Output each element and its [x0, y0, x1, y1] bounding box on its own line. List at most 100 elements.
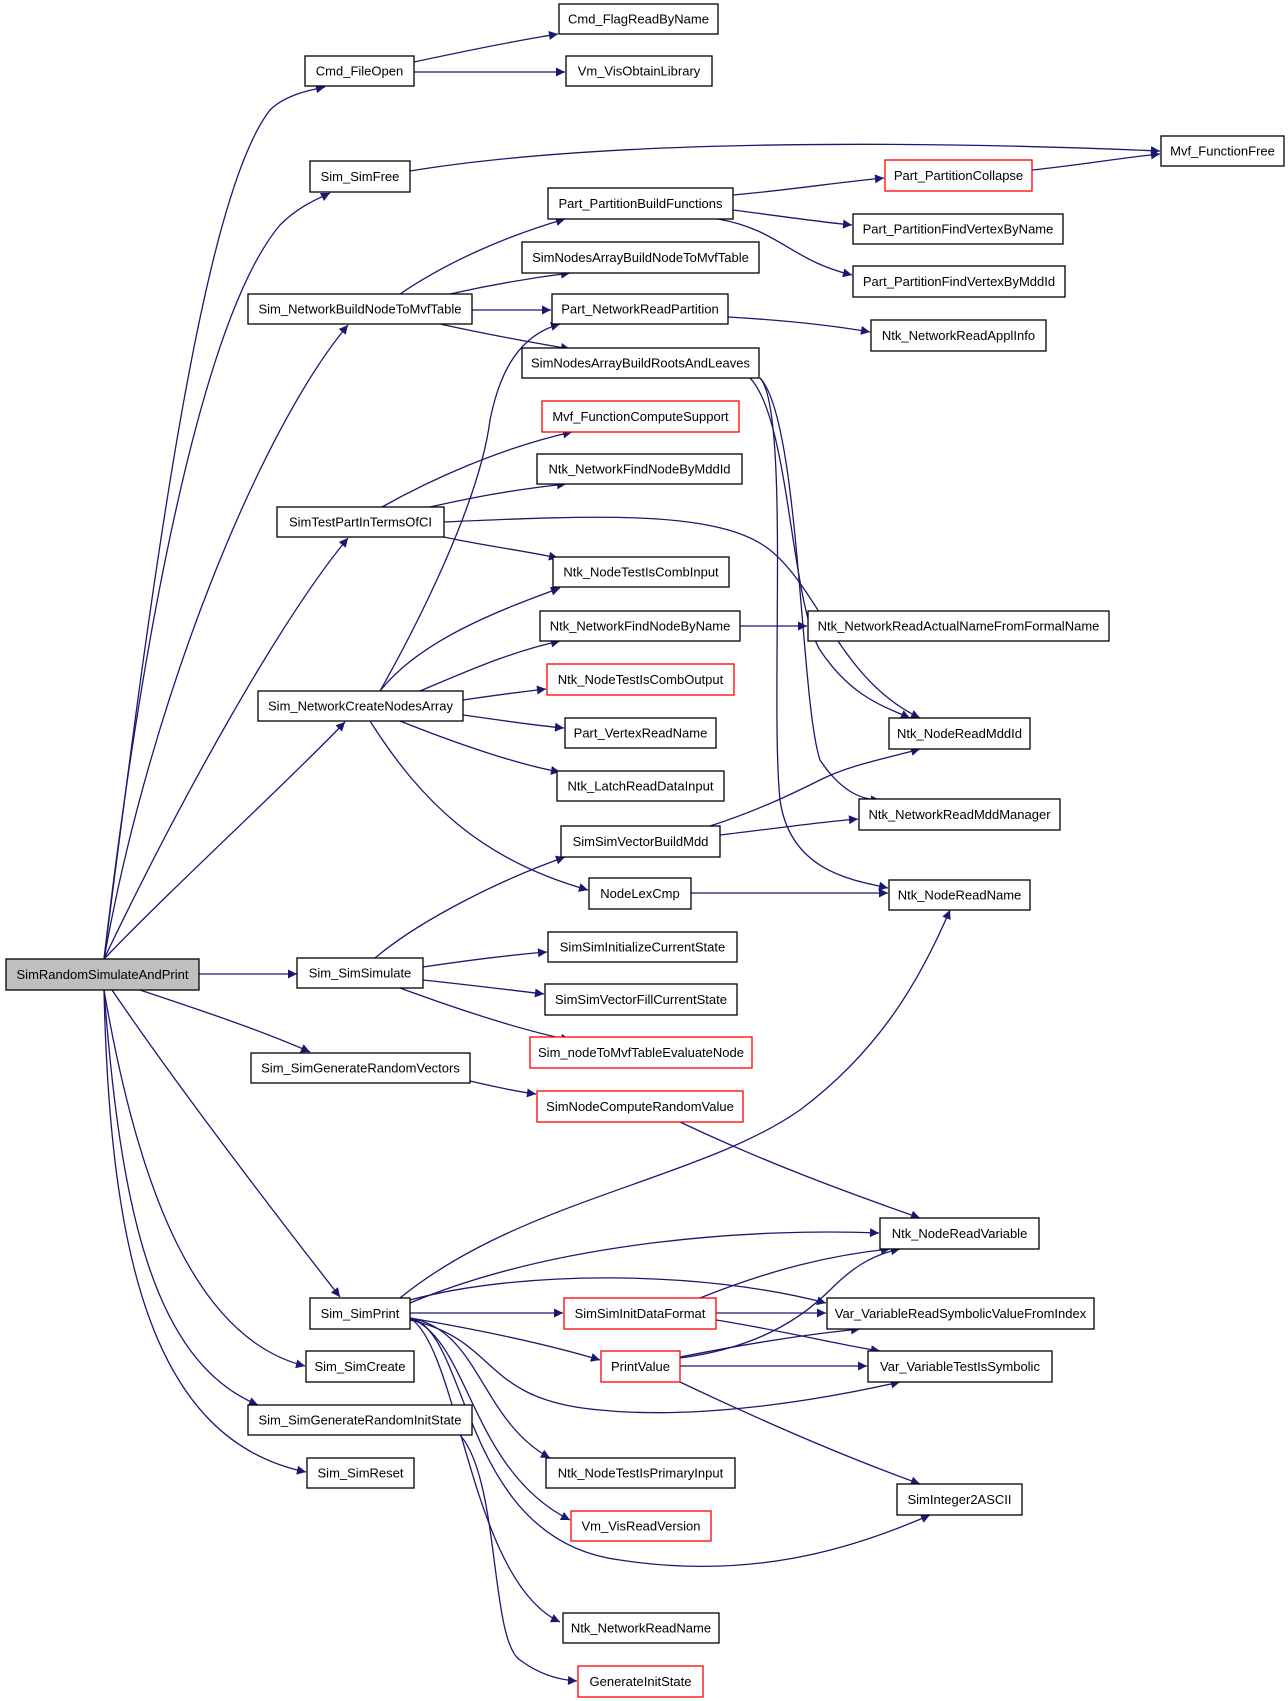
node-Mvf_FunctionComputeSupport[interactable]: Mvf_FunctionComputeSupport [541, 400, 740, 433]
node-box [309, 160, 411, 193]
node-SimSimVectorFillCurrentState[interactable]: SimSimVectorFillCurrentState [544, 983, 738, 1016]
node-Part_PartitionCollapse[interactable]: Part_PartitionCollapse [884, 159, 1033, 192]
node-box [276, 506, 445, 538]
node-SimRandomSimulateAndPrint[interactable]: SimRandomSimulateAndPrint [5, 958, 200, 991]
node-PrintValue[interactable]: PrintValue [600, 1350, 681, 1383]
node-SimNodesArrayBuildRootsAndLeaves[interactable]: SimNodesArrayBuildRootsAndLeaves [521, 347, 760, 379]
node-Ntk_NetworkFindNodeByName[interactable]: Ntk_NetworkFindNodeByName [539, 610, 741, 642]
node-label: SimSimVectorFillCurrentState [555, 992, 727, 1007]
edge-Sim_SimPrint-to-Var_VariableTestIsSymbolic [409, 1319, 901, 1414]
node-Part_PartitionFindVertexByMddId[interactable]: Part_PartitionFindVertexByMddId [852, 265, 1066, 298]
node-Ntk_NetworkReadActualNameFromFormalName[interactable]: Ntk_NetworkReadActualNameFromFormalName [807, 610, 1110, 642]
node-label: SimInteger2ASCII [907, 1492, 1011, 1507]
node-Sim_NetworkCreateNodesArray[interactable]: Sim_NetworkCreateNodesArray [257, 690, 464, 722]
node-Mvf_FunctionFree[interactable]: Mvf_FunctionFree [1160, 135, 1285, 167]
edge-Sim_SimSimulate-to-SimSimVectorBuildMdd [374, 855, 566, 959]
node-label: PrintValue [611, 1359, 670, 1374]
node-GenerateInitState[interactable]: GenerateInitState [577, 1665, 704, 1698]
node-box [558, 3, 719, 35]
node-SimNodesArrayBuildNodeToMvfTable[interactable]: SimNodesArrayBuildNodeToMvfTable [521, 241, 760, 274]
node-label: Vm_VisReadVersion [582, 1519, 701, 1534]
node-label: Ntk_NodeReadVariable [892, 1226, 1028, 1241]
edge-Sim_SimSimulate-to-SimSimInitializeCurrentState [422, 948, 548, 968]
node-SimNodeComputeRandomValue[interactable]: SimNodeComputeRandomValue [536, 1090, 744, 1123]
edge-Sim_NetworkBuildNodeToMvfTable-to-SimNodesArrayBuildRootsAndLeaves [439, 323, 571, 352]
node-box [306, 1457, 415, 1489]
node-box [521, 347, 760, 379]
node-Sim_NetworkBuildNodeToMvfTable[interactable]: Sim_NetworkBuildNodeToMvfTable [247, 293, 473, 325]
edge-SimRandomSimulateAndPrint-to-Sim_SimGenerateRandomInitState [103, 989, 259, 1406]
node-Vm_VisObtainLibrary[interactable]: Vm_VisObtainLibrary [565, 55, 713, 87]
node-box [250, 1052, 471, 1084]
node-SimSimInitDataFormat[interactable]: SimSimInitDataFormat [563, 1297, 717, 1330]
node-Vm_VisReadVersion[interactable]: Vm_VisReadVersion [570, 1510, 712, 1542]
node-Ntk_NetworkReadApplInfo[interactable]: Ntk_NetworkReadApplInfo [870, 319, 1047, 352]
node-box [556, 770, 725, 802]
node-label: Sim_nodeToMvfTableEvaluateNode [538, 1045, 744, 1060]
edge-Cmd_FileOpen-to-Cmd_FlagReadByName [413, 30, 559, 63]
node-SimInteger2ASCII[interactable]: SimInteger2ASCII [896, 1483, 1023, 1516]
node-label: Vm_VisObtainLibrary [578, 64, 701, 79]
node-SimSimInitializeCurrentState[interactable]: SimSimInitializeCurrentState [547, 931, 738, 963]
edge-SimNodesArrayBuildRootsAndLeaves-to-Ntk_NodeReadMddId [749, 377, 911, 719]
node-Ntk_NodeReadVariable[interactable]: Ntk_NodeReadVariable [879, 1217, 1040, 1250]
node-Part_NetworkReadPartition[interactable]: Part_NetworkReadPartition [551, 293, 729, 325]
edge-SimRandomSimulateAndPrint-to-Sim_SimPrint [111, 989, 341, 1298]
node-box [600, 1350, 681, 1383]
node-box [552, 556, 730, 588]
node-NodeLexCmp[interactable]: NodeLexCmp [588, 877, 692, 910]
node-Part_PartitionFindVertexByName[interactable]: Part_PartitionFindVertexByName [852, 213, 1064, 245]
node-Sim_SimGenerateRandomVectors[interactable]: Sim_SimGenerateRandomVectors [250, 1052, 471, 1084]
node-box [541, 400, 740, 433]
node-Ntk_NodeReadName[interactable]: Ntk_NodeReadName [888, 879, 1031, 911]
node-Sim_SimReset[interactable]: Sim_SimReset [306, 1457, 415, 1489]
node-label: Ntk_NetworkReadActualNameFromFormalName [818, 619, 1100, 634]
node-label: Sim_SimGenerateRandomVectors [261, 1061, 460, 1076]
node-label: Ntk_NodeTestIsPrimaryInput [558, 1466, 724, 1481]
edge-Part_NetworkReadPartition-to-Ntk_NetworkReadApplInfo [727, 316, 871, 335]
node-Ntk_NodeTestIsCombInput[interactable]: Ntk_NodeTestIsCombInput [552, 556, 730, 588]
node-Var_VariableReadSymbolicValueFromIndex[interactable]: Var_VariableReadSymbolicValueFromIndex [826, 1297, 1095, 1330]
edge-Sim_NetworkCreateNodesArray-to-Part_VertexReadName [462, 714, 565, 732]
edge-Part_PartitionBuildFunctions-to-Part_PartitionCollapse [732, 174, 885, 196]
node-box [577, 1665, 704, 1698]
edge-SimTestPartInTermsOfCI-to-Ntk_NodeReadMddId [443, 516, 921, 719]
node-label: Ntk_NodeReadMddId [897, 726, 1022, 741]
node-box [564, 717, 717, 749]
node-label: SimRandomSimulateAndPrint [17, 967, 189, 982]
node-Ntk_NodeTestIsCombOutput[interactable]: Ntk_NodeTestIsCombOutput [546, 663, 735, 696]
edge-Part_PartitionBuildFunctions-to-Part_PartitionFindVertexByMddId [717, 218, 853, 278]
node-Var_VariableTestIsSymbolic[interactable]: Var_VariableTestIsSymbolic [867, 1350, 1053, 1383]
node-SimTestPartInTermsOfCI[interactable]: SimTestPartInTermsOfCI [276, 506, 445, 538]
node-Ntk_NetworkReadMddManager[interactable]: Ntk_NetworkReadMddManager [858, 798, 1061, 831]
node-box [888, 717, 1031, 750]
node-label: Mvf_FunctionFree [1170, 144, 1275, 159]
node-label: Part_NetworkReadPartition [561, 302, 719, 317]
node-Cmd_FlagReadByName[interactable]: Cmd_FlagReadByName [558, 3, 719, 35]
node-Sim_SimSimulate[interactable]: Sim_SimSimulate [296, 957, 424, 989]
node-Sim_SimPrint[interactable]: Sim_SimPrint [309, 1297, 411, 1330]
node-Ntk_NodeReadMddId[interactable]: Ntk_NodeReadMddId [888, 717, 1031, 750]
node-box [296, 957, 424, 989]
node-SimSimVectorBuildMdd[interactable]: SimSimVectorBuildMdd [560, 825, 721, 858]
node-Ntk_NetworkFindNodeByMddId[interactable]: Ntk_NetworkFindNodeByMddId [536, 453, 743, 485]
node-label: Sim_NetworkCreateNodesArray [268, 699, 453, 714]
node-label: SimNodesArrayBuildNodeToMvfTable [532, 250, 749, 265]
node-box [588, 877, 692, 910]
node-Sim_SimGenerateRandomInitState[interactable]: Sim_SimGenerateRandomInitState [247, 1404, 473, 1436]
edge-Sim_NetworkCreateNodesArray-to-NodeLexCmp [369, 720, 589, 892]
node-box [565, 55, 713, 87]
node-Part_VertexReadName[interactable]: Part_VertexReadName [564, 717, 717, 749]
edge-SimRandomSimulateAndPrint-to-Sim_NetworkBuildNodeToMvfTable [103, 324, 349, 960]
node-Sim_nodeToMvfTableEvaluateNode[interactable]: Sim_nodeToMvfTableEvaluateNode [529, 1036, 753, 1069]
node-Ntk_NodeTestIsPrimaryInput[interactable]: Ntk_NodeTestIsPrimaryInput [545, 1457, 736, 1489]
node-Ntk_LatchReadDataInput[interactable]: Ntk_LatchReadDataInput [556, 770, 725, 802]
node-Ntk_NetworkReadName[interactable]: Ntk_NetworkReadName [562, 1612, 720, 1644]
node-Sim_SimFree[interactable]: Sim_SimFree [309, 160, 411, 193]
node-box [536, 453, 743, 485]
edge-Sim_SimGenerateRandomVectors-to-SimNodeComputeRandomValue [469, 1080, 537, 1098]
node-Part_PartitionBuildFunctions[interactable]: Part_PartitionBuildFunctions [547, 187, 734, 220]
node-Sim_SimCreate[interactable]: Sim_SimCreate [305, 1350, 415, 1383]
node-Cmd_FileOpen[interactable]: Cmd_FileOpen [304, 55, 415, 87]
